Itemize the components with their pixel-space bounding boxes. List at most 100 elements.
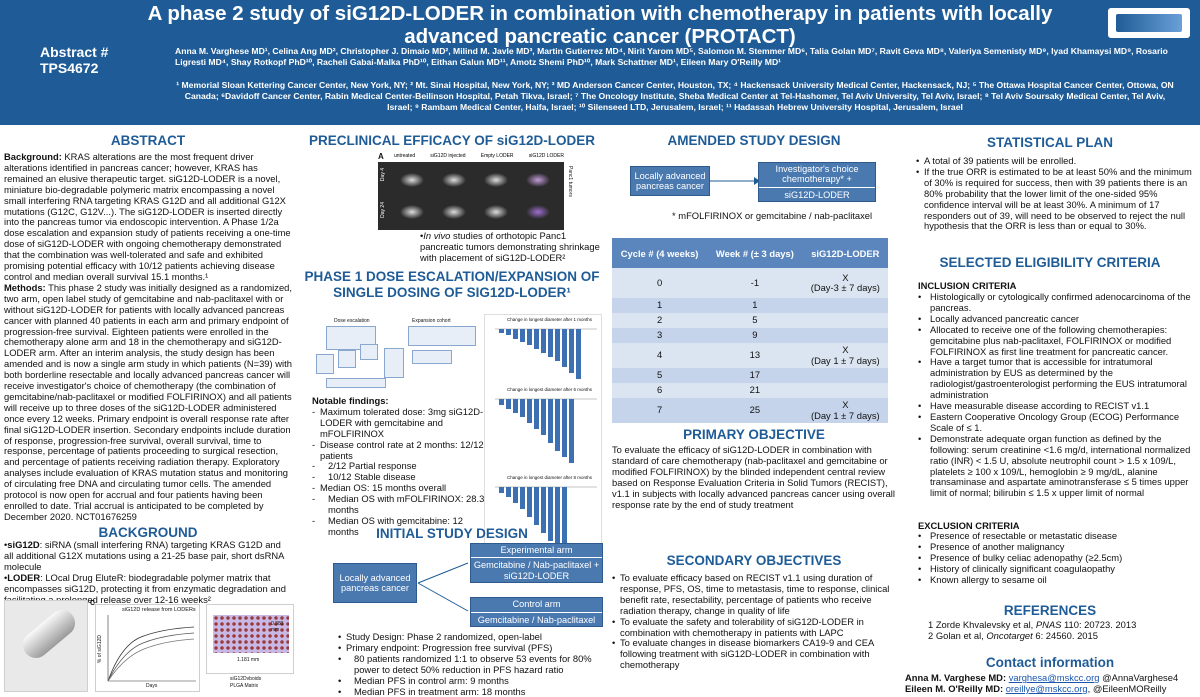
abstract-bg-text: KRAS alterations are the most frequent d… [4, 151, 291, 282]
inclusion-item: Have a target tumor that is accessible f… [914, 357, 1194, 401]
release-chart: siG12D release from LODERs % of siG12D D… [95, 604, 200, 692]
table-cell: 1 [612, 298, 708, 313]
matrix-pattern [213, 615, 289, 653]
contact-line-2: Eileen M. O'Reilly MD: oreillye@mskcc.or… [905, 683, 1167, 694]
amended-population-box: Locally advanced pancreas cancer [630, 166, 710, 196]
inclusion-item: Locally advanced pancreatic cancer [914, 313, 1194, 325]
authors: Anna M. Varghese MD¹, Celina Ang MD², Ch… [175, 46, 1168, 67]
table-cell: 2 [612, 313, 708, 328]
preclinical-heading: PRECLINICAL EFFICACY OF siG12D-LODER [308, 133, 596, 148]
table-cell [802, 298, 888, 313]
inclusion-item: Eastern Cooperative Oncology Group (ECOG… [914, 411, 1194, 434]
release-chart-xlabel: Days [146, 683, 158, 689]
contact-handle-1: @AnnaVarghese4 [1099, 672, 1179, 683]
mouse-row-images-1 [392, 166, 560, 194]
background-body: •siG12D: siRNA (small interfering RNA) t… [4, 539, 286, 605]
contact-email-1[interactable]: varghesa@mskcc.org [1008, 672, 1100, 683]
finding-4: 10/12 Stable disease [312, 471, 492, 483]
finding-5: Median OS: 15 months overall [312, 482, 492, 494]
amended-arrow [710, 177, 760, 185]
control-arm-box: Control arm Gemcitabine / Nab-paclitaxel [470, 597, 603, 627]
exp-arm-text: Gemcitabine / Nab-paclitaxel + siG12D-LO… [473, 560, 600, 581]
expansion-box-2 [412, 350, 452, 364]
table-header-week: Week # (± 3 days) [707, 238, 803, 268]
finding-7: Median OS with gemcitabine: 12 months [312, 515, 492, 538]
stat-item-1: A total of 39 patients will be enrolled. [916, 155, 1193, 167]
mouse-row-2: Day 24 [380, 202, 386, 218]
inclusion-item: Demonstrate adequate organ function as d… [914, 433, 1194, 499]
stat-heading: STATISTICAL PLAN [987, 135, 1113, 150]
finding-6: Median OS with mFOLFIRINOX: 28.3 months [312, 493, 492, 516]
table-row: 1 1 [612, 298, 888, 313]
mouse-col-labels: untreated siG12D injected Empty LODER si… [394, 153, 564, 159]
inclusion-list: Histologically or cytologically confirme… [914, 291, 1194, 499]
exclusion-item: History of clinically significant coagul… [914, 563, 1194, 575]
inclusion-item: Allocated to receive one of the followin… [914, 324, 1194, 358]
background-item1-label: siG12D [7, 539, 40, 550]
finding-2: Disease control rate at 2 months: 12/12 … [312, 439, 492, 462]
loder-matrix-diagram: 0.381 mm 1.181 mm [206, 604, 294, 674]
poster-header: A phase 2 study of siG12D-LODER in combi… [0, 0, 1200, 125]
mouse-col-2: siG12D injected [430, 153, 466, 159]
exclusion-title: EXCLUSION CRITERIA [918, 520, 1020, 531]
caption-text: studies of orthotopic Panc1 pancreatic t… [420, 230, 600, 263]
contact-email-2[interactable]: oreillye@mskcc.org [1005, 683, 1088, 694]
ref2-journal: Oncotarget [986, 629, 1033, 641]
contact-heading: Contact information [985, 655, 1115, 670]
table-cell: 0 [612, 268, 708, 298]
table-cell [802, 313, 888, 328]
abstract-heading: ABSTRACT [110, 133, 186, 148]
matrix-legend: siG12Dvboids PLGA Matrix [230, 676, 261, 690]
matrix-scale-1: 0.381 mm [271, 621, 284, 633]
preclinical-caption: •In vivo studies of orthotopic Panc1 pan… [420, 230, 600, 263]
table-row: 5 17 [612, 368, 888, 383]
mouse-col-3: Empty LODER [480, 153, 514, 159]
fig-a-label: A [378, 152, 384, 161]
background-item2-label: LODER [7, 571, 41, 583]
table-cell: 6 [612, 383, 708, 398]
contact-name-2: Eileen M. O'Reilly MD [905, 683, 1000, 694]
ctrl-arm-title: Control arm [512, 599, 561, 609]
eligibility-heading: SELECTED ELIGIBILITY CRITERIA [939, 255, 1161, 270]
table-cell: 13 [707, 343, 803, 368]
dose-box-bottom [326, 378, 386, 388]
table-row: 0 -1 X(Day-3 ± 7 days) [612, 268, 888, 298]
ref1-post: 110: 20723. 2013 [1061, 619, 1137, 630]
mtd-box [384, 348, 404, 378]
table-cell: X(Day-3 ± 7 days) [802, 268, 888, 298]
exclusion-item: Presence of bulky celiac adenopathy (≥2.… [914, 552, 1194, 564]
contact-handle-2: , @EileenMOReilly [1087, 683, 1167, 694]
waterfall-title-2: Change in longest diameter after 6 month… [507, 387, 593, 392]
release-chart-title: siG12D release from LODERs [122, 607, 196, 613]
table-cell [802, 383, 888, 398]
matrix-legend-1: siG12Dvboids [230, 676, 262, 682]
inclusion-item: Histologically or cytologically confirme… [914, 291, 1194, 314]
table-header-cycle: Cycle # (4 weeks) [612, 238, 708, 268]
contact-body: Anna M. Varghese MD: varghesa@mskcc.org … [905, 672, 1197, 694]
loder-photo [4, 600, 88, 692]
initial-heading: INITIAL STUDY DESIGN [376, 526, 528, 541]
matrix-legend-2: PLGA Matrix [230, 683, 259, 689]
caption-prefix: In vivo [423, 230, 451, 241]
loder-cylinder-image [17, 604, 81, 664]
exclusion-item: Presence of another malignancy [914, 541, 1194, 553]
abstract-body: Background: KRAS alterations are the mos… [4, 151, 292, 523]
initial-design-arrows [417, 562, 469, 612]
exp-arm-title: Experimental arm [500, 544, 573, 555]
mouse-col-4: siG12D LODER [528, 153, 564, 159]
schedule-table: Cycle # (4 weeks) Week # (± 3 days) siG1… [612, 238, 888, 423]
finding-3: 2/12 Partial response [312, 461, 492, 473]
table-row: 3 9 [612, 328, 888, 343]
findings-title: Notable findings: [312, 395, 389, 406]
amended-heading: AMENDED STUDY DESIGN [667, 133, 841, 148]
secondary-body: To evaluate efficacy based on RECIST v1.… [612, 572, 897, 671]
exp-arm-divider [471, 557, 602, 559]
exclusion-item: Presence of resectable or metastatic dis… [914, 530, 1194, 542]
reference-1: 1 Zorde Khvalevsky et al, PNAS 110: 2072… [928, 619, 1188, 631]
abstract-number-block: Abstract # TPS4672 [40, 44, 150, 76]
table-row: 7 25 X(Day 1 ± 7 days) [612, 398, 888, 423]
primary-body: To evaluate the efficacy of siG12D-LODER… [612, 444, 895, 510]
initial-bullet-3: 80 patients randomized 1:1 to observe 53… [338, 653, 593, 676]
phase1-heading: PHASE 1 DOSE ESCALATION/EXPANSION OF SIN… [304, 269, 600, 300]
dose-box-2 [316, 354, 334, 374]
